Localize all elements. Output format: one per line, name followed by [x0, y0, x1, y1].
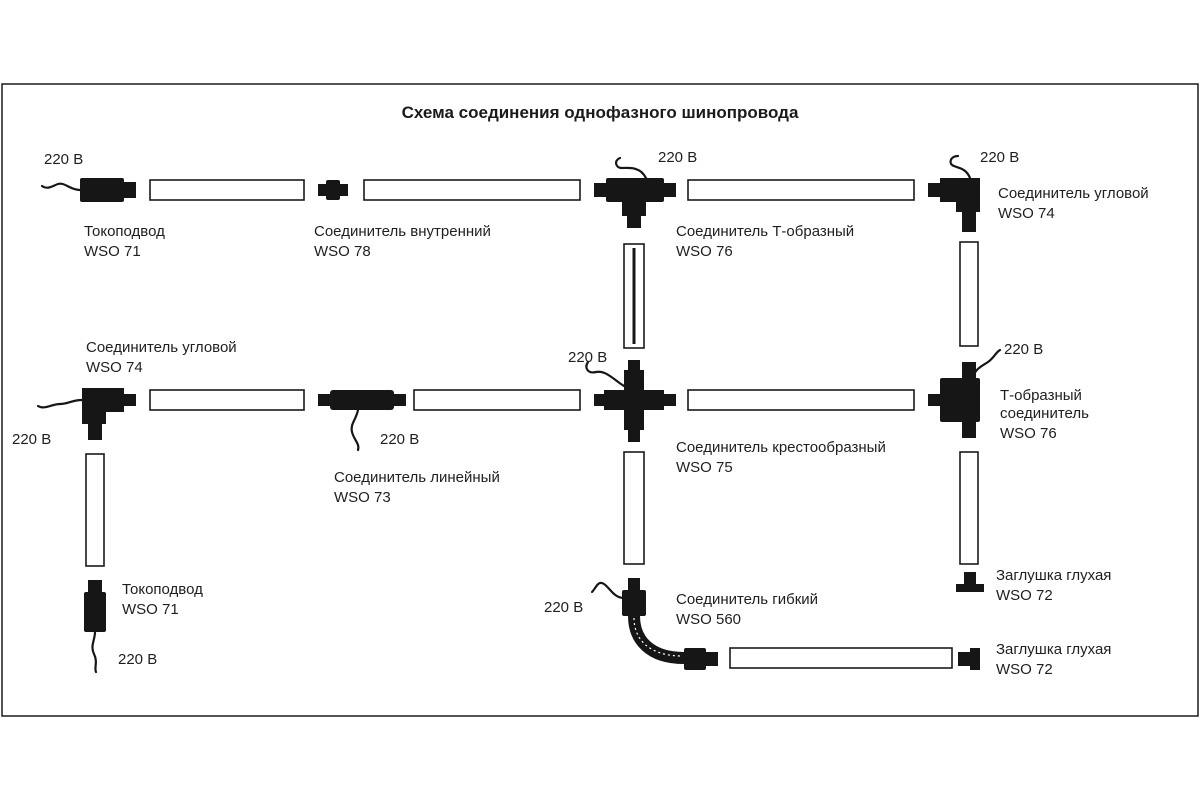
track-rail-vertical-left	[85, 453, 105, 567]
track-rail-top-3	[687, 179, 915, 201]
track-rail-mid-2	[413, 389, 581, 411]
voltage-label: 220 В	[118, 651, 157, 668]
feed-connector-top	[40, 178, 136, 202]
end-cap-lower-code: WSO 72	[996, 661, 1053, 678]
voltage-label: 220 В	[980, 149, 1019, 166]
track-rail-vertical-right-2	[959, 451, 979, 565]
t-connector-top-code: WSO 76	[676, 243, 733, 260]
end-cap-lower	[958, 648, 980, 670]
feed-connector-bottom	[84, 580, 106, 674]
corner-left-name: Соединитель угловой	[86, 339, 237, 356]
voltage-label: 220 В	[658, 149, 697, 166]
t-connector-right	[928, 348, 1002, 438]
corner-top-code: WSO 74	[998, 205, 1055, 222]
corner-connector-top	[928, 154, 980, 232]
track-rail-vertical-right-1	[959, 241, 979, 347]
inner-connector-name: Соединитель внутренний	[314, 223, 491, 240]
cross-connector-name: Соединитель крестообразный	[676, 439, 886, 456]
diagram-frame	[1, 83, 1199, 717]
diagram-title: Схема соединения однофазного шинопровода	[402, 103, 799, 122]
cross-connector-code: WSO 75	[676, 459, 733, 476]
voltage-label: 220 В	[380, 431, 419, 448]
corner-left-code: WSO 74	[86, 359, 143, 376]
voltage-label: 220 В	[12, 431, 51, 448]
flexible-connector	[590, 578, 718, 670]
inner-connector-code: WSO 78	[314, 243, 371, 260]
feed-bottom-code: WSO 71	[122, 601, 179, 618]
flexible-connector-code: WSO 560	[676, 611, 741, 628]
t-connector-top-name: Соединитель Т-образный	[676, 223, 854, 240]
track-rail-bottom	[729, 647, 953, 669]
linear-connector-name: Соединитель линейный	[334, 469, 500, 486]
feed-top-code: WSO 71	[84, 243, 141, 260]
end-cap-upper	[956, 572, 984, 592]
corner-connector-left	[36, 388, 136, 440]
linear-connector	[318, 390, 406, 452]
feed-top-name: Токоподвод	[84, 223, 165, 240]
end-cap-lower-name: Заглушка глухая	[996, 641, 1111, 658]
voltage-label: 220 В	[44, 151, 83, 168]
voltage-label: 220 В	[544, 599, 583, 616]
t-connector-right-name-1: Т-образный	[1000, 387, 1082, 404]
track-rail-mid-3	[687, 389, 915, 411]
track-rail-mid-1	[149, 389, 305, 411]
track-rail-vertical-center-2	[623, 451, 645, 565]
linear-connector-code: WSO 73	[334, 489, 391, 506]
t-connector-right-name-2: соединитель	[1000, 405, 1089, 422]
track-rail-top-1	[149, 179, 305, 201]
end-cap-upper-code: WSO 72	[996, 587, 1053, 604]
corner-top-name: Соединитель угловой	[998, 185, 1149, 202]
track-rail-top-2	[363, 179, 581, 201]
cross-connector	[585, 360, 676, 442]
t-connector-right-code: WSO 76	[1000, 425, 1057, 442]
voltage-label: 220 В	[568, 349, 607, 366]
voltage-label: 220 В	[1004, 341, 1043, 358]
t-connector-top	[594, 156, 676, 228]
inner-connector	[318, 180, 348, 200]
flexible-connector-name: Соединитель гибкий	[676, 591, 818, 608]
end-cap-upper-name: Заглушка глухая	[996, 567, 1111, 584]
feed-bottom-name: Токоподвод	[122, 581, 203, 598]
